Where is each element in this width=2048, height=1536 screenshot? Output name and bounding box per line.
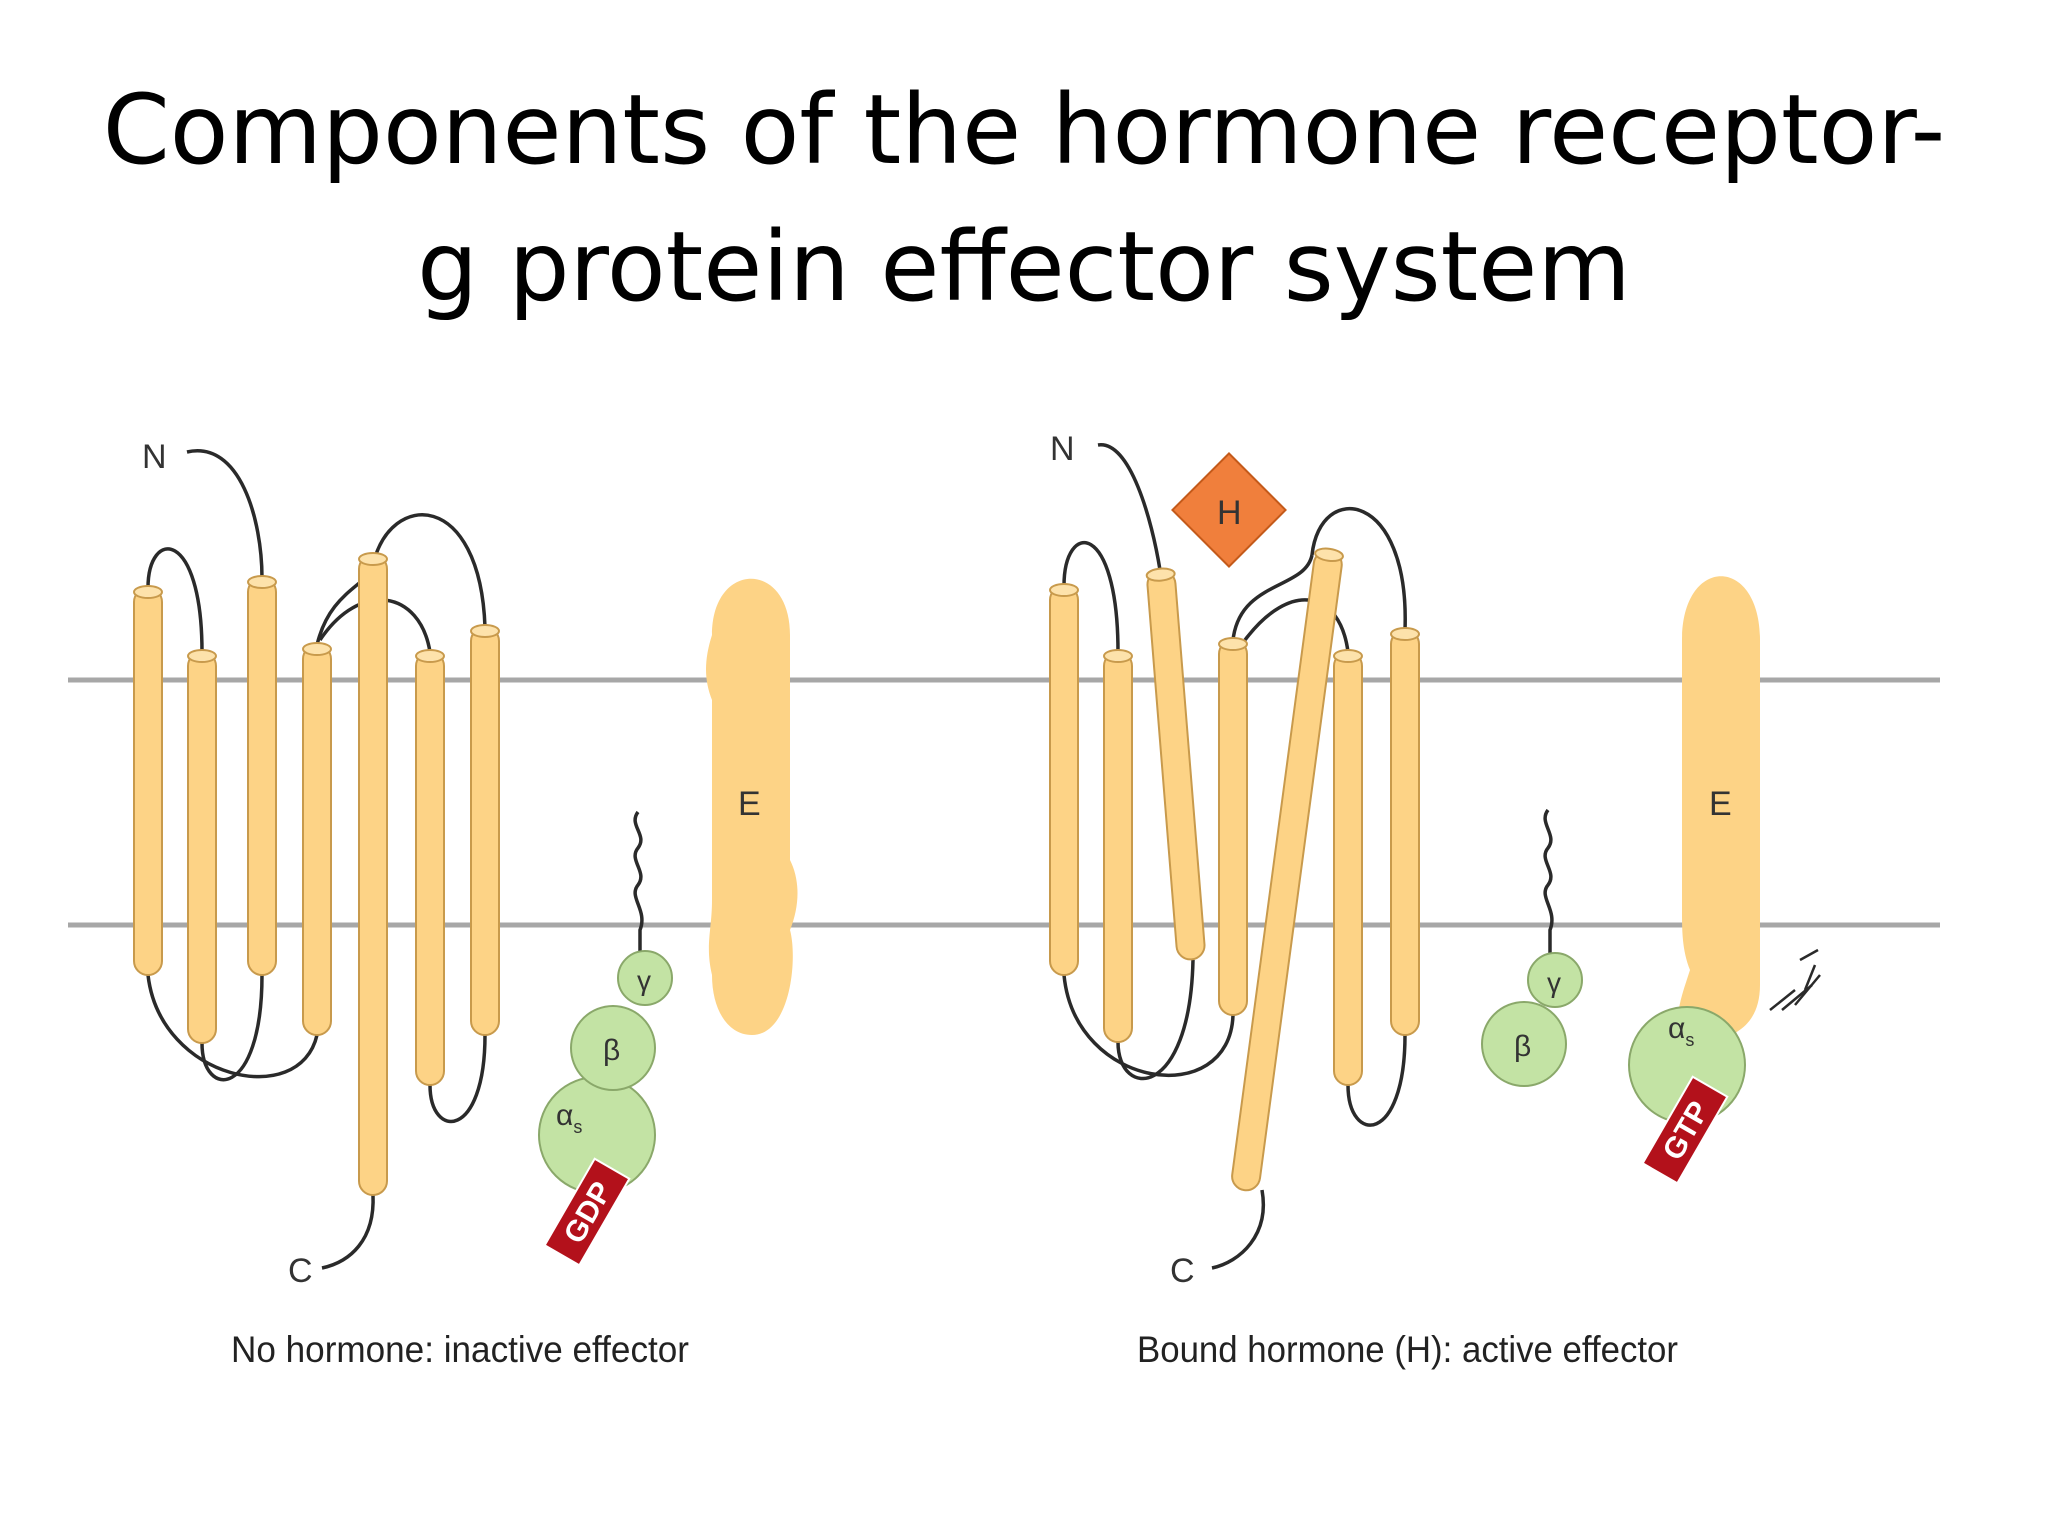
- right-helix-2: [1104, 652, 1132, 1042]
- right-helix-7: [1391, 630, 1419, 1035]
- left-caption: No hormone: inactive effector: [231, 1329, 689, 1370]
- right-c-terminus-label: C: [1170, 1252, 1195, 1290]
- right-c-terminal-tail: [1212, 1190, 1263, 1268]
- right-panel: H N C E γ β αs GTP: [1050, 430, 1820, 1370]
- left-beta-label: β: [603, 1034, 620, 1067]
- left-gamma-label: γ: [637, 965, 651, 996]
- left-helix-1: [134, 588, 162, 975]
- left-helix-3: [248, 578, 276, 975]
- left-helix-3-cap: [248, 576, 276, 588]
- right-loop-3-4: [1064, 975, 1233, 1075]
- left-helix-5-cap: [359, 553, 387, 565]
- right-helix-7-cap: [1391, 628, 1419, 640]
- left-helix-2-cap: [188, 650, 216, 662]
- left-helix-2: [188, 652, 216, 1043]
- right-helix-6-cap: [1334, 650, 1362, 662]
- left-helix-4: [303, 645, 331, 1035]
- left-helix-5: [359, 555, 387, 1195]
- right-n-terminal-tail: [1098, 445, 1160, 570]
- left-helix-7-cap: [471, 625, 499, 637]
- right-caption: Bound hormone (H): active effector: [1137, 1329, 1678, 1370]
- left-helix-1-cap: [134, 586, 162, 598]
- left-c-terminal-tail: [322, 1195, 373, 1268]
- right-helix-6: [1334, 652, 1362, 1085]
- left-helix-6: [416, 652, 444, 1085]
- left-helix-7: [471, 627, 499, 1035]
- right-loop-4-5: [1233, 555, 1312, 640]
- left-c-terminus-label: C: [288, 1252, 313, 1290]
- right-helix-4: [1219, 640, 1247, 1015]
- left-n-terminal-tail: [187, 451, 262, 578]
- right-gamma-label: γ: [1547, 967, 1561, 998]
- right-helix-1: [1050, 586, 1078, 975]
- left-loop-5-6: [373, 515, 485, 627]
- left-effector-label: E: [738, 785, 761, 823]
- right-helix-4-cap: [1219, 638, 1247, 650]
- left-panel: N C E γ β αs GDP No hormone: inactive ef…: [134, 438, 798, 1370]
- right-beta-label: β: [1514, 1030, 1531, 1063]
- activation-marks-icon: [1770, 950, 1820, 1010]
- left-n-terminus-label: N: [142, 438, 167, 476]
- hormone-label: H: [1217, 494, 1242, 532]
- right-helix-2-cap: [1104, 650, 1132, 662]
- left-lipid-anchor: [635, 812, 642, 955]
- right-helix-1-cap: [1050, 584, 1078, 596]
- left-loop-3-4: [148, 975, 317, 1077]
- right-n-terminus-label: N: [1050, 430, 1075, 468]
- left-helix-4-cap: [303, 643, 331, 655]
- right-lipid-anchor: [1545, 810, 1552, 955]
- right-helix-3-tilted: [1146, 570, 1205, 961]
- right-effector-label: E: [1709, 785, 1732, 823]
- left-helix-6-cap: [416, 650, 444, 662]
